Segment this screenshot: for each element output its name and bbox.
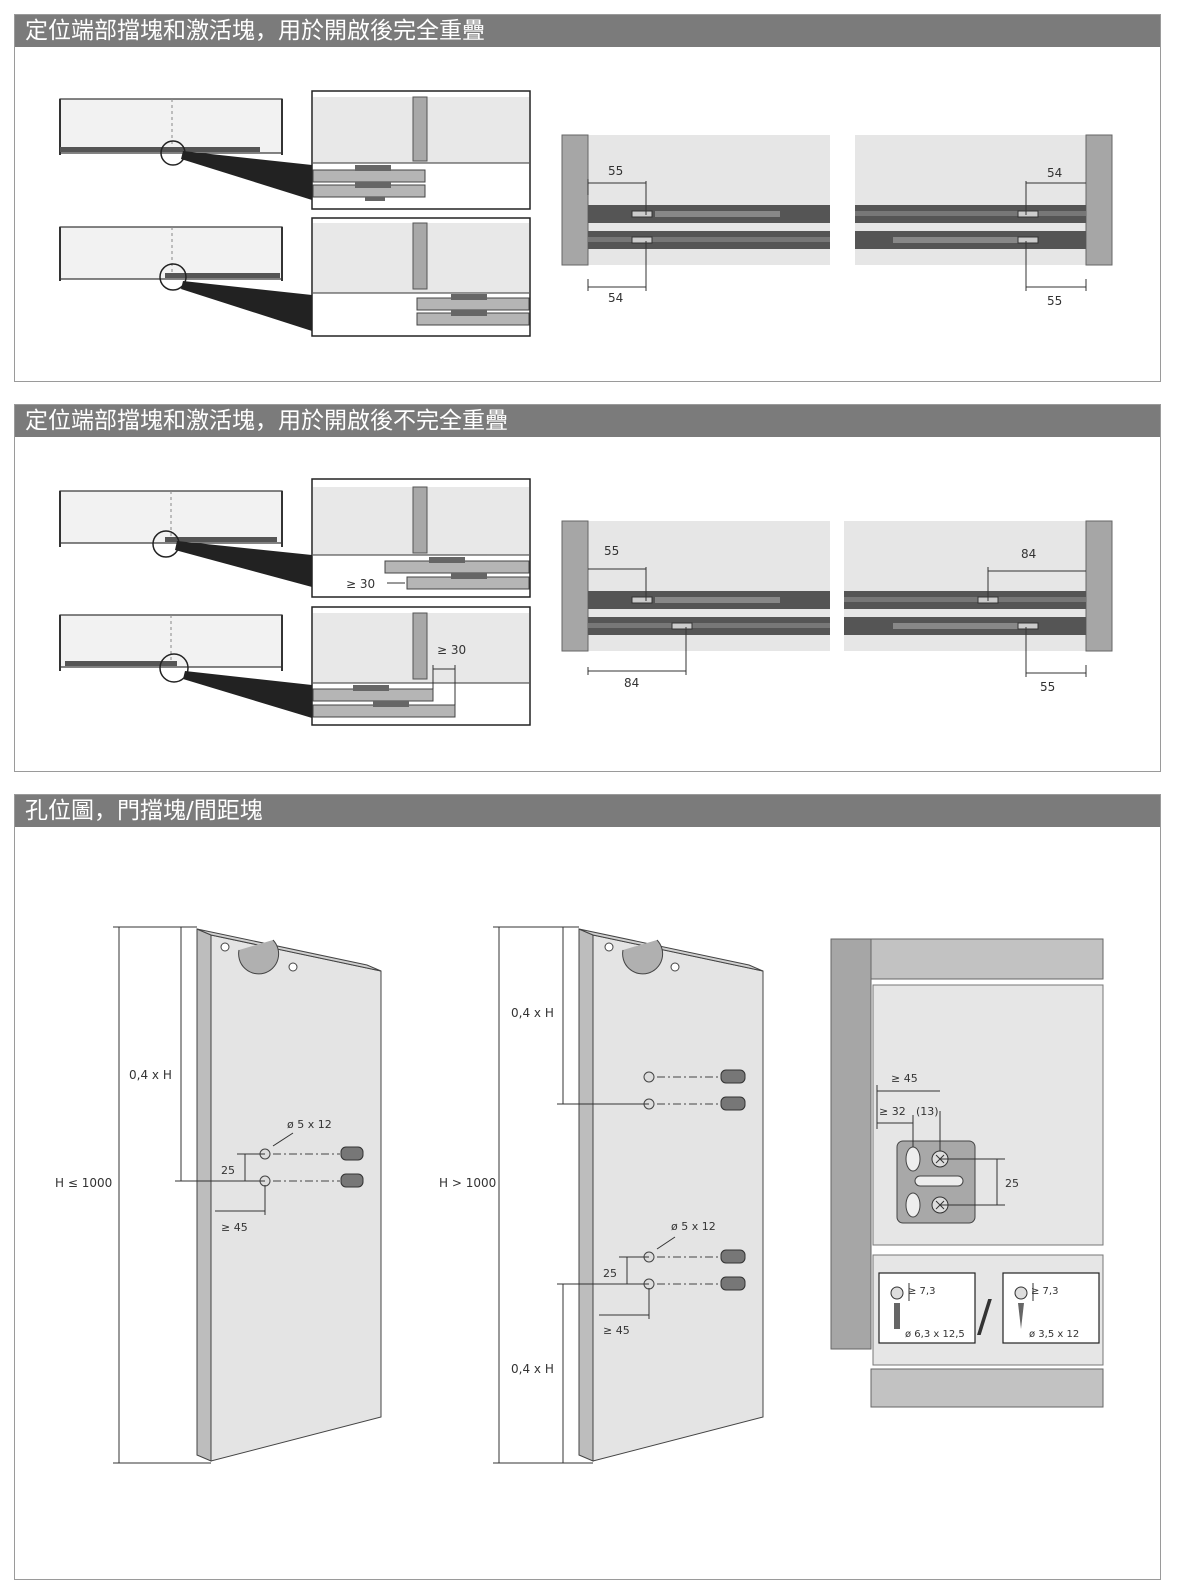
edge-small: ≥ 45 <box>221 1221 248 1234</box>
dim-right-bottom: 55 <box>1040 680 1055 694</box>
drilling-diagram: H ≤ 1000 0,4 x H ø 5 x 12 25 ≥ 45 <box>55 926 1104 1464</box>
spec-separator: / <box>977 1291 992 1342</box>
edge-large: ≥ 45 <box>603 1324 630 1337</box>
bracket-edge: ≥ 45 <box>891 1072 918 1085</box>
screw1-size: ø 6,3 x 12,5 <box>905 1329 965 1340</box>
rail-panel-right: 84 55 <box>844 520 1113 694</box>
section-partial-overlap: 定位端部擋塊和激活塊，用於開啟後不完全重疊 ≥ 30 <box>14 404 1161 772</box>
drill-hole <box>643 1071 655 1083</box>
door-large: H > 1000 0,4 x H 0,4 x H ø 5 x 12 25 ≥ 4… <box>439 926 764 1464</box>
dim-right-top: 54 <box>1047 166 1062 180</box>
zoom-detail-1 <box>311 90 531 210</box>
pitch-small: 25 <box>221 1164 235 1177</box>
screw-thread-icon <box>1018 1303 1024 1329</box>
height-cond-small: H ≤ 1000 <box>55 1176 112 1190</box>
zoom-detail-1: ≥ 30 <box>311 478 531 598</box>
screw-spec-2: ≥ 7,3 ø 3,5 x 12 <box>1002 1272 1100 1344</box>
bracket-edge2-alt: (13) <box>916 1105 939 1118</box>
drawer-sketch-open <box>59 226 312 331</box>
zoom-detail-2: ≥ 30 <box>311 606 531 726</box>
section-title: 定位端部擋塊和激活塊，用於開啟後完全重疊 <box>25 18 485 44</box>
screw-head-icon <box>1014 1286 1028 1300</box>
ratio-bottom-large: 0,4 x H <box>511 1362 554 1376</box>
door-small: H ≤ 1000 0,4 x H ø 5 x 12 25 ≥ 45 <box>55 926 382 1464</box>
screw-icon <box>720 1096 746 1111</box>
dim-gap-bottom: ≥ 30 <box>437 643 466 657</box>
height-cond-large: H > 1000 <box>439 1176 496 1190</box>
bracket-detail: ≥ 45 ≥ 32 (13) 25 ≥ 7,3 ø 6,3 x 12,5 / ≥… <box>830 938 1104 1408</box>
screw-icon <box>340 1173 364 1188</box>
bracket-pitch: 25 <box>1005 1177 1019 1190</box>
rail-panel-left: 55 84 <box>561 520 830 690</box>
screw-head-icon <box>890 1286 904 1300</box>
screw2-size: ø 3,5 x 12 <box>1029 1329 1079 1340</box>
dim-gap-top: ≥ 30 <box>346 577 375 591</box>
ratio-top-large: 0,4 x H <box>511 1006 554 1020</box>
ratio-small: 0,4 x H <box>129 1068 172 1082</box>
pitch-large: 25 <box>603 1267 617 1280</box>
drawer-sketch-closed <box>59 490 312 587</box>
dim-right-top: 84 <box>1021 547 1036 561</box>
hole-large: ø 5 x 12 <box>671 1220 716 1233</box>
dim-left-top: 55 <box>604 544 619 558</box>
drawer-sketch-closed <box>59 98 312 200</box>
screw-icon <box>720 1069 746 1084</box>
screw1-depth: ≥ 7,3 <box>908 1286 935 1297</box>
partial-overlap-diagram: ≥ 30 ≥ 30 <box>59 478 1113 726</box>
screw2-depth: ≥ 7,3 <box>1031 1286 1058 1297</box>
screw-spec-1: ≥ 7,3 ø 6,3 x 12,5 <box>878 1272 976 1344</box>
dim-left-bottom: 54 <box>608 291 623 305</box>
section-drilling-diagram: 孔位圖，門擋塊/間距塊 H ≤ 1000 <box>14 794 1161 1580</box>
drawer-sketch-open <box>59 614 312 718</box>
hole-small: ø 5 x 12 <box>287 1118 332 1131</box>
section-title: 定位端部擋塊和激活塊，用於開啟後不完全重疊 <box>25 408 508 434</box>
dim-right-bottom: 55 <box>1047 294 1062 308</box>
dim-left-bottom: 84 <box>624 676 639 690</box>
section-title: 孔位圖，門擋塊/間距塊 <box>25 798 263 824</box>
section-header: 定位端部擋塊和激活塊，用於開啟後不完全重疊 <box>15 405 1160 437</box>
screw-icon <box>720 1276 746 1291</box>
screw-icon <box>340 1146 364 1161</box>
screw-thread-icon <box>894 1303 900 1329</box>
full-overlap-diagram: 55 54 54 55 <box>59 90 1113 337</box>
section-header: 定位端部擋塊和激活塊，用於開啟後完全重疊 <box>15 15 1160 47</box>
dim-left-top: 55 <box>608 164 623 178</box>
zoom-detail-2 <box>311 217 531 337</box>
screw-icon <box>720 1249 746 1264</box>
section-full-overlap: 定位端部擋塊和激活塊，用於開啟後完全重疊 <box>14 14 1161 382</box>
bracket-edge2: ≥ 32 <box>879 1105 906 1118</box>
rail-panel-left: 55 54 <box>561 134 830 305</box>
rail-panel-right: 54 55 <box>855 134 1113 308</box>
section-header: 孔位圖，門擋塊/間距塊 <box>15 795 1160 827</box>
